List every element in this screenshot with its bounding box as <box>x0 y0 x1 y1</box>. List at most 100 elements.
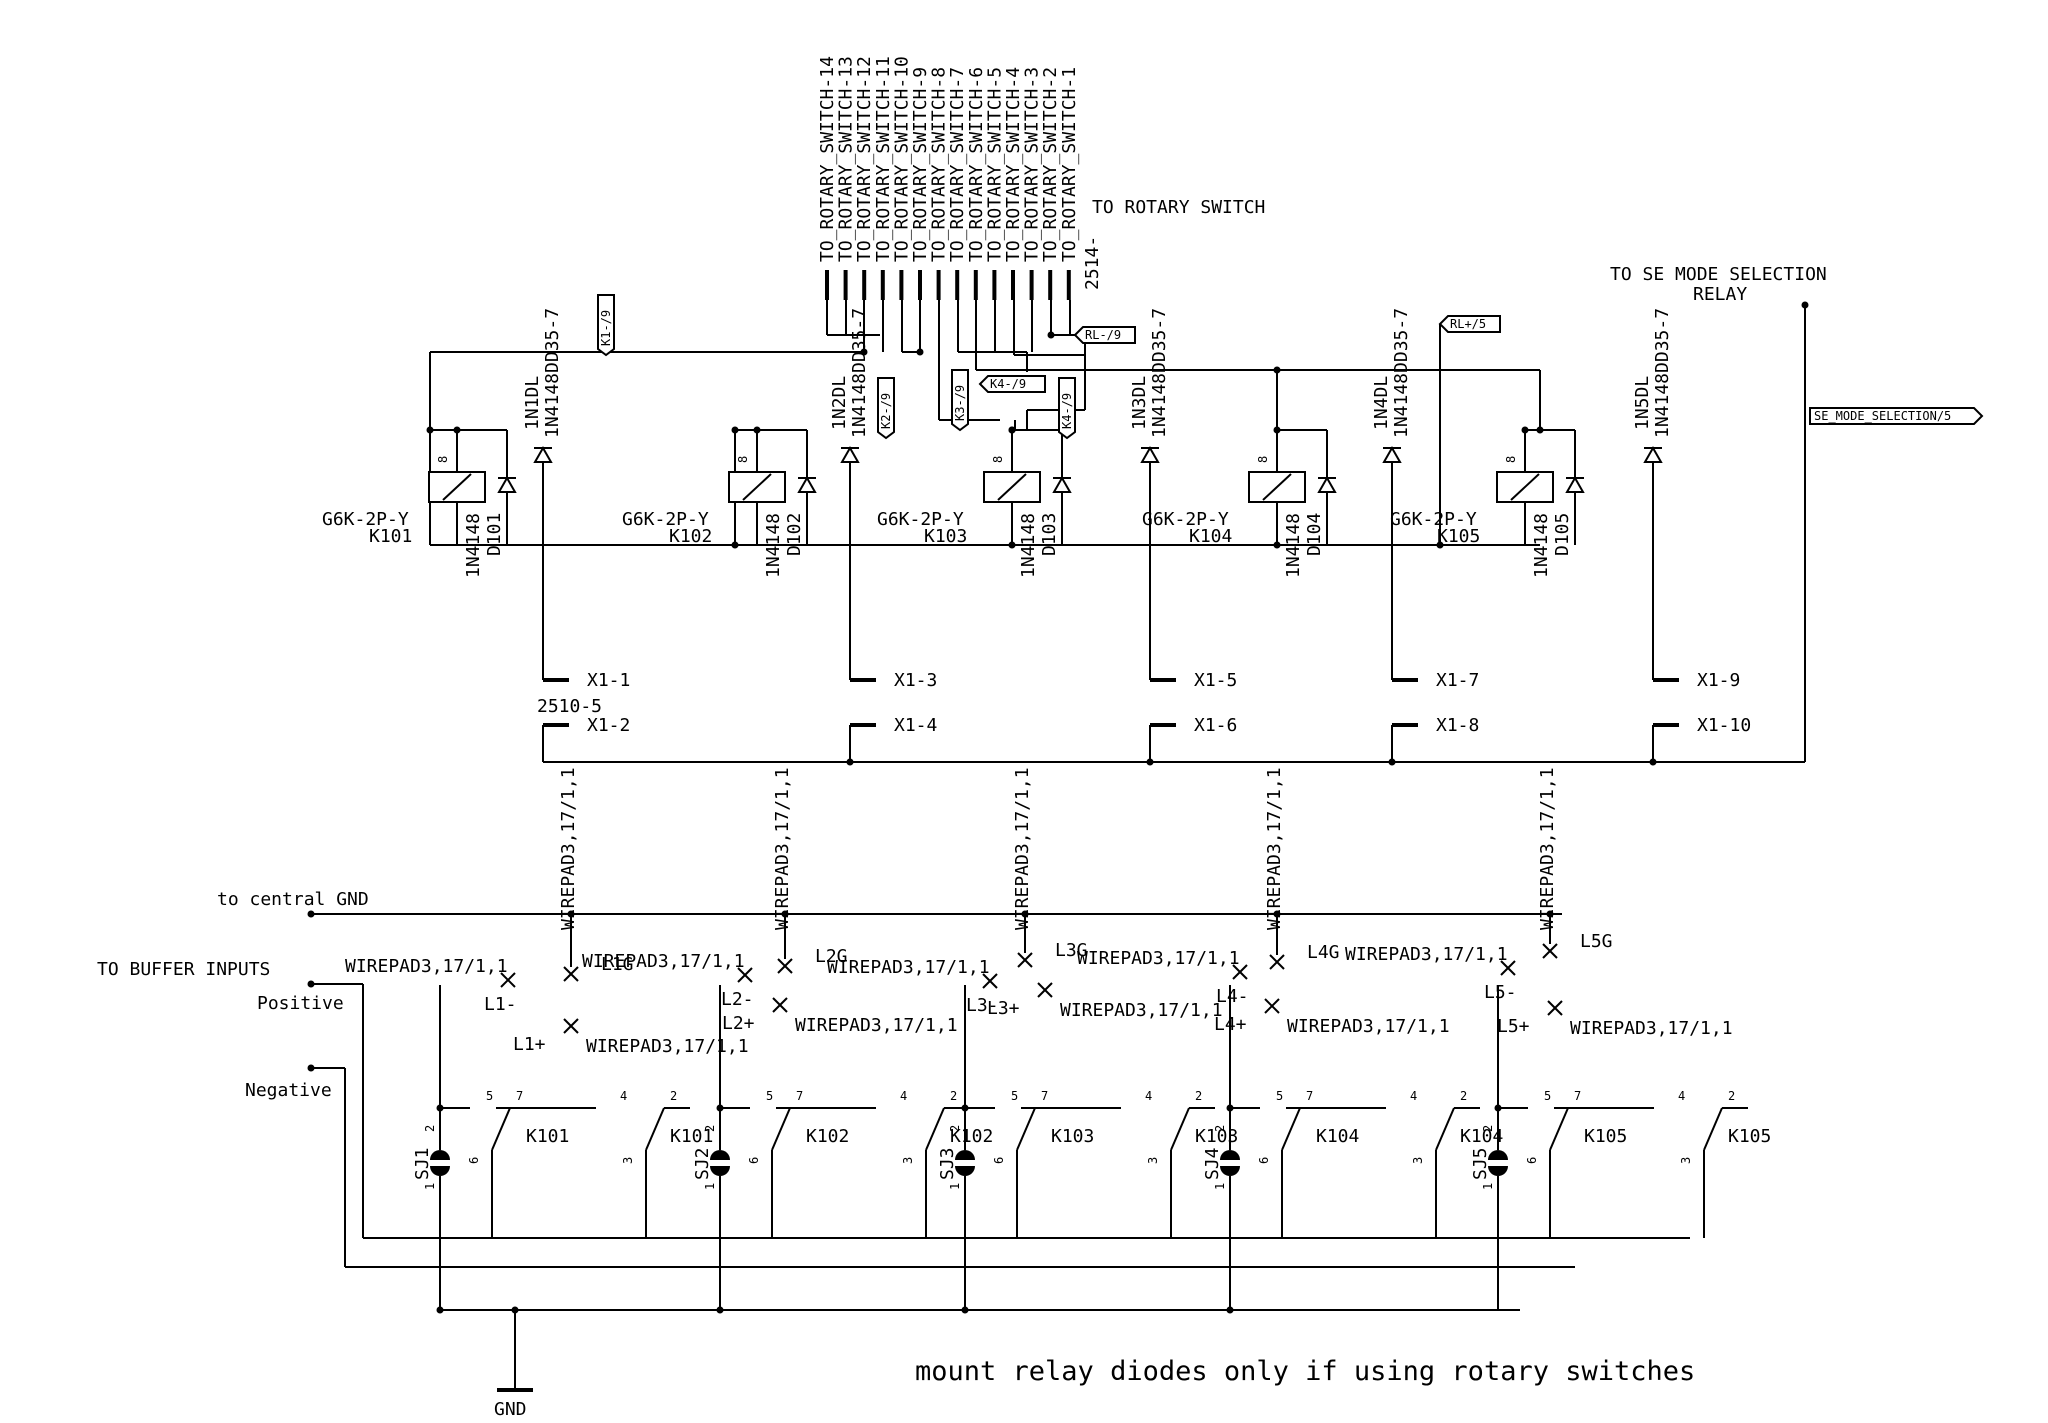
junction-dot <box>1008 541 1016 549</box>
wirepad-pad <box>1269 954 1285 970</box>
junction-dot <box>511 1306 519 1314</box>
pin-label: 2 <box>1481 1125 1495 1132</box>
pin-label: 2 <box>1728 1089 1735 1103</box>
switch-ref-label: K104 <box>1460 1126 1503 1147</box>
pin-label: 3 <box>621 1157 635 1164</box>
x1-pin-label: X1-6 <box>1194 715 1237 736</box>
pad-label: L1G <box>601 954 634 975</box>
rotary-net-label: TO_ROTARY_SWITCH-2 <box>1040 67 1061 262</box>
junction-dot <box>426 426 434 434</box>
solder-jumper <box>430 1166 450 1176</box>
pin-label: 5 <box>1544 1089 1551 1103</box>
x1-pin-label: X1-5 <box>1194 670 1237 691</box>
led-ref-label: 1N2DL <box>829 376 850 430</box>
coil-pin-label: 8 <box>736 456 750 463</box>
central-gnd-label: to central GND <box>217 889 369 910</box>
net-flag-k2-text: K2-/9 <box>879 393 893 429</box>
pin-label: 1 <box>1213 1183 1227 1190</box>
diode-ref-label: D101 <box>484 513 505 556</box>
wirepad-label: WIREPAD3,17/1,1 <box>827 957 990 978</box>
jumper-label: SJ1 <box>412 1147 433 1180</box>
net-flag-se-mode <box>1809 407 1984 425</box>
se-mode-label: TO SE MODE SELECTION <box>1610 264 1827 285</box>
net-flag-k2 <box>877 377 895 440</box>
wirepad-pad <box>1542 943 1558 959</box>
pin-label: 1 <box>423 1183 437 1190</box>
pin-label: 1 <box>1481 1183 1495 1190</box>
coil-pin-label: 8 <box>991 456 1005 463</box>
net-flag-k4b-text: K4-/9 <box>1060 393 1074 429</box>
wirepad-label: WIREPAD3,17/1,1 <box>1287 1016 1450 1037</box>
switch-ref-label: K105 <box>1728 1126 1771 1147</box>
net-flag-rl-minus <box>1073 326 1136 344</box>
pin-label: 3 <box>901 1157 915 1164</box>
rotary-net-label: TO_ROTARY_SWITCH-6 <box>966 67 987 262</box>
x1-pin-label: X1-3 <box>894 670 937 691</box>
diode-ref-label: D103 <box>1039 513 1060 556</box>
wirepad-pad <box>1017 952 1033 968</box>
switch-contact <box>1281 1107 1301 1151</box>
indicator-led <box>840 445 860 463</box>
led-part-label: 1N4148DD35-7 <box>542 308 563 438</box>
wirepad-pad <box>772 997 788 1013</box>
pin-label: 4 <box>620 1089 627 1103</box>
switch-ref-label: K102 <box>950 1126 993 1147</box>
pin-label: 2 <box>423 1125 437 1132</box>
indicator-led <box>1140 445 1160 463</box>
solder-jumper <box>1220 1150 1240 1160</box>
rotary-net-label: TO_ROTARY_SWITCH-13 <box>836 56 857 262</box>
rotary-net-label: TO_ROTARY_SWITCH-3 <box>1022 67 1043 262</box>
solder-jumper <box>955 1150 975 1160</box>
pin-label: 1 <box>948 1183 962 1190</box>
rotary-net-label: TO_ROTARY_SWITCH-9 <box>910 67 931 262</box>
led-ref-label: 1N3DL <box>1129 376 1150 430</box>
relay-ref-label: K104 <box>1189 526 1232 547</box>
junction-dot <box>1536 426 1544 434</box>
switch-contact <box>1703 1107 1723 1151</box>
switch-contact <box>771 1107 791 1151</box>
junction-dot <box>1008 426 1016 434</box>
diode-ref-label: D104 <box>1304 513 1325 556</box>
pad-label: L5+ <box>1497 1016 1530 1037</box>
indicator-led <box>1643 445 1663 463</box>
wirepad-label: WIREPAD3,17/1,1 <box>558 767 579 930</box>
junction-dot <box>1273 910 1281 918</box>
junction-dot <box>1273 366 1281 374</box>
pin-label: 2 <box>1460 1089 1467 1103</box>
led-part-label: 1N4148DD35-7 <box>849 308 870 438</box>
coil-pin-label: 8 <box>436 456 450 463</box>
pin-label: 2 <box>950 1089 957 1103</box>
switch-ref-label: K103 <box>1195 1126 1238 1147</box>
x1-pin-label: X1-2 <box>587 715 630 736</box>
led-ref-label: 1N5DL <box>1632 376 1653 430</box>
flyback-diode <box>1565 475 1585 493</box>
net-flag-rl-plus <box>1438 315 1501 333</box>
x1-pin-label: X1-10 <box>1697 715 1751 736</box>
switch-contact <box>1435 1107 1455 1151</box>
se-mode-label: RELAY <box>1693 284 1747 305</box>
relay-coil-slash <box>1510 473 1540 501</box>
pin-label: 4 <box>1145 1089 1152 1103</box>
rotary-net-label: TO_ROTARY_SWITCH-1 <box>1059 67 1080 262</box>
switch-contact <box>1016 1107 1036 1151</box>
switch-ref-label: K102 <box>806 1126 849 1147</box>
junction-dot <box>1521 426 1529 434</box>
junction-dot <box>1226 1104 1234 1112</box>
junction-dot <box>753 426 761 434</box>
pad-label: L5G <box>1580 931 1613 952</box>
net-flag-k3 <box>951 369 969 432</box>
pin-label: 2 <box>948 1125 962 1132</box>
led-ref-label: 1N1DL <box>522 376 543 430</box>
switch-ref-label: K103 <box>1051 1126 1094 1147</box>
flyback-diode <box>797 475 817 493</box>
switch-contact <box>925 1107 945 1151</box>
junction-dot <box>731 541 739 549</box>
pad-label: L4G <box>1307 942 1340 963</box>
wirepad-pad <box>737 967 753 983</box>
solder-jumper <box>710 1150 730 1160</box>
wirepad-pad <box>1500 960 1516 976</box>
pad-label: L1+ <box>513 1034 546 1055</box>
gnd-label: GND <box>494 1399 527 1420</box>
wires <box>311 270 1806 1392</box>
relay-type-label: G6K-2P-Y <box>622 509 709 530</box>
